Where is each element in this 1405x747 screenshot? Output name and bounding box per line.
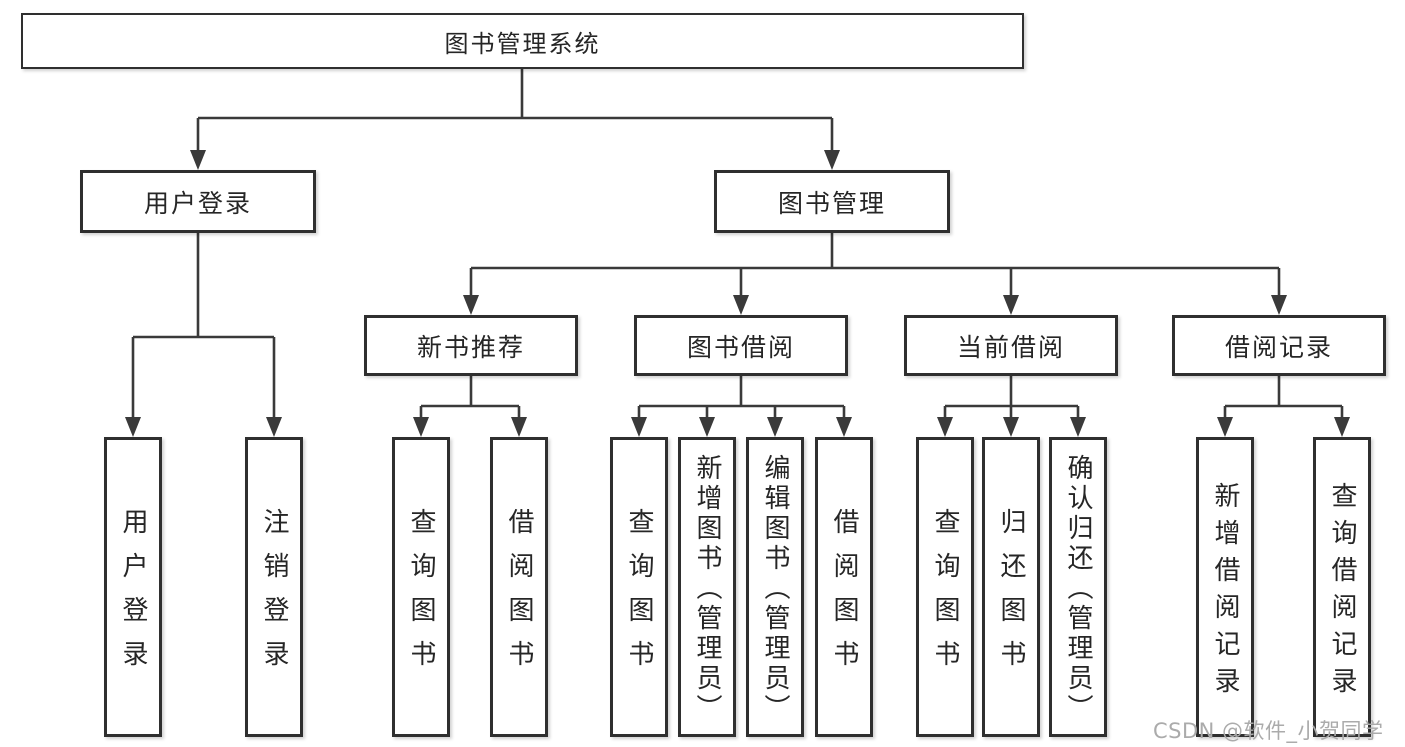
node-library-management-system: 图书管理系统 [21, 13, 1024, 69]
node-label: 查询图书 [406, 508, 436, 684]
node-leaf-query-book-recommend: 查询图书 [392, 437, 450, 737]
node-book-management: 图书管理 [714, 170, 950, 233]
node-borrow-records: 借阅记录 [1172, 315, 1386, 376]
node-label: 归还图书 [996, 508, 1026, 684]
node-label: 借阅图书 [829, 508, 859, 684]
node-leaf-borrow-book-recommend: 借阅图书 [490, 437, 548, 737]
node-label: 编辑图书（管理员） [760, 454, 790, 724]
node-label: 借阅记录 [1224, 332, 1333, 362]
node-label: 用户登录 [143, 188, 252, 218]
node-leaf-add-book-admin: 新增图书（管理员） [678, 437, 736, 737]
csdn-watermark: CSDN @软件_小贺同学 [1153, 719, 1384, 743]
node-leaf-borrow-book: 借阅图书 [815, 437, 873, 737]
node-leaf-add-borrow-record: 新增借阅记录 [1196, 437, 1254, 737]
node-label: 图书管理系统 [444, 29, 601, 58]
node-label: 图书借阅 [686, 332, 795, 362]
node-label: 用户登录 [118, 508, 148, 684]
node-label: 确认归还（管理员） [1063, 454, 1093, 724]
node-leaf-query-borrow-record: 查询借阅记录 [1313, 437, 1371, 737]
node-label: 注销登录 [259, 508, 289, 684]
node-label: 新书推荐 [416, 332, 525, 362]
node-book-borrow: 图书借阅 [634, 315, 848, 376]
node-label: 图书管理 [777, 188, 886, 218]
node-leaf-query-book-borrow: 查询图书 [610, 437, 668, 737]
node-user-login: 用户登录 [80, 170, 316, 233]
node-leaf-query-book-current: 查询图书 [916, 437, 974, 737]
node-leaf-confirm-return-admin: 确认归还（管理员） [1049, 437, 1107, 737]
node-leaf-edit-book-admin: 编辑图书（管理员） [746, 437, 804, 737]
node-label: 借阅图书 [504, 508, 534, 684]
node-label: 当前借阅 [956, 332, 1065, 362]
node-leaf-return-book: 归还图书 [982, 437, 1040, 737]
node-current-borrow: 当前借阅 [904, 315, 1118, 376]
node-label: 新增借阅记录 [1210, 481, 1240, 704]
node-label: 查询图书 [624, 508, 654, 684]
node-label: 新增图书（管理员） [692, 454, 722, 724]
node-new-book-recommend: 新书推荐 [364, 315, 578, 376]
node-label: 查询图书 [930, 508, 960, 684]
node-leaf-logout: 注销登录 [245, 437, 303, 737]
node-label: 查询借阅记录 [1327, 481, 1357, 704]
node-leaf-user-login: 用户登录 [104, 437, 162, 737]
